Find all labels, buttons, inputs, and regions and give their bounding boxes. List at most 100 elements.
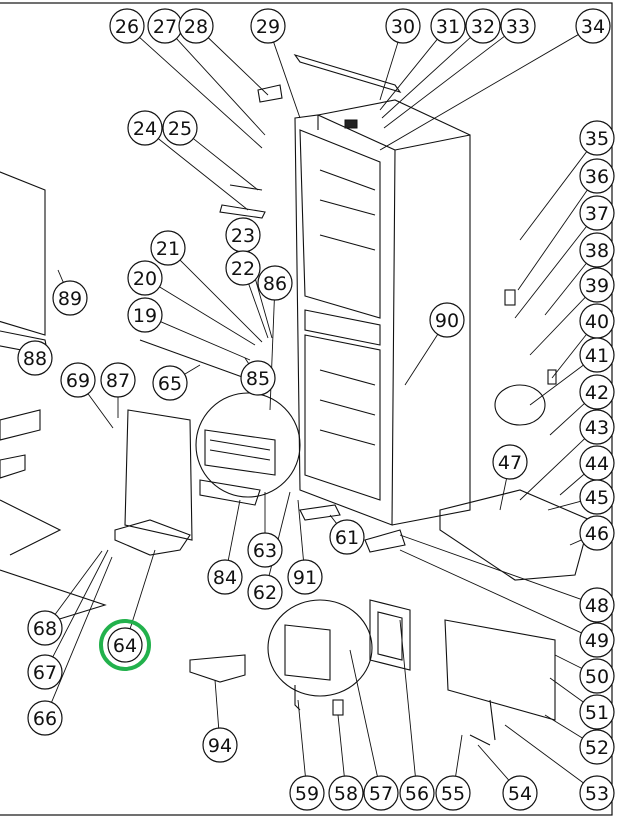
callout-84[interactable]: 84 (207, 559, 243, 595)
callout-circle (289, 775, 325, 811)
callout-94[interactable]: 94 (202, 727, 238, 763)
bracket-94 (189, 654, 246, 683)
callout-number: 37 (585, 203, 609, 225)
callout-63[interactable]: 63 (247, 532, 283, 568)
callout-21[interactable]: 21 (150, 230, 186, 266)
callout-55[interactable]: 55 (435, 775, 471, 811)
callout-51[interactable]: 51 (579, 694, 615, 730)
callout-circle (127, 260, 163, 296)
callout-44[interactable]: 44 (579, 445, 615, 481)
callout-86[interactable]: 86 (257, 265, 293, 301)
callout-88[interactable]: 88 (17, 340, 53, 376)
callout-47[interactable]: 47 (492, 444, 528, 480)
callout-circle (363, 775, 399, 811)
callout-19[interactable]: 19 (127, 297, 163, 333)
callout-number: 62 (253, 582, 277, 604)
leader-line-32 (381, 37, 471, 119)
callout-67[interactable]: 67 (27, 654, 63, 690)
callout-36[interactable]: 36 (579, 158, 615, 194)
callout-42[interactable]: 42 (579, 374, 615, 410)
callout-39[interactable]: 39 (579, 267, 615, 303)
callout-34[interactable]: 34 (575, 8, 611, 44)
compressor (494, 384, 546, 426)
callout-circle (430, 8, 466, 44)
callout-23[interactable]: 23 (225, 217, 261, 253)
callout-50[interactable]: 50 (579, 658, 615, 694)
callout-25[interactable]: 25 (162, 110, 198, 146)
callout-number: 53 (585, 783, 609, 805)
callout-number: 56 (405, 783, 429, 805)
leader-line-43 (519, 438, 585, 501)
callout-45[interactable]: 45 (579, 479, 615, 515)
callout-61[interactable]: 61 (329, 519, 365, 555)
leader-line-55 (455, 734, 463, 777)
leader-line-84 (227, 499, 241, 561)
callout-68[interactable]: 68 (27, 610, 63, 646)
callout-circle (178, 8, 214, 44)
callout-circle (579, 158, 615, 194)
callout-58[interactable]: 58 (328, 775, 364, 811)
callout-circle (247, 532, 283, 568)
cabinet-divider (304, 309, 381, 346)
leader-line-36 (517, 189, 588, 291)
leader-line-53 (504, 724, 584, 784)
callout-38[interactable]: 38 (579, 232, 615, 268)
callout-circle (579, 195, 615, 231)
callout-circle (250, 8, 286, 44)
callout-30[interactable]: 30 (385, 8, 421, 44)
callout-87[interactable]: 87 (100, 362, 136, 398)
leader-line-31 (379, 38, 438, 111)
leader-line-40 (551, 334, 587, 379)
callout-circle (579, 622, 615, 658)
callout-35[interactable]: 35 (579, 120, 615, 156)
callout-32[interactable]: 32 (465, 8, 501, 44)
callout-49[interactable]: 49 (579, 622, 615, 658)
callout-89[interactable]: 89 (52, 280, 88, 316)
callout-53[interactable]: 53 (579, 775, 615, 811)
callout-circle (429, 302, 465, 338)
foot-plate (299, 504, 341, 521)
callout-69[interactable]: 69 (60, 362, 96, 398)
callout-circle (202, 727, 238, 763)
callout-number: 33 (506, 16, 530, 38)
callout-26[interactable]: 26 (109, 8, 145, 44)
callout-number: 42 (585, 382, 609, 404)
callout-24[interactable]: 24 (127, 110, 163, 146)
callout-31[interactable]: 31 (430, 8, 466, 44)
frame-panel (369, 599, 411, 671)
callout-29[interactable]: 29 (250, 8, 286, 44)
callout-46[interactable]: 46 (579, 515, 615, 551)
callout-33[interactable]: 33 (500, 8, 536, 44)
callout-number: 40 (585, 311, 609, 333)
callout-43[interactable]: 43 (579, 409, 615, 445)
callout-40[interactable]: 40 (579, 303, 615, 339)
callout-41[interactable]: 41 (579, 337, 615, 373)
callout-37[interactable]: 37 (579, 195, 615, 231)
callout-number: 84 (213, 567, 237, 589)
callout-54[interactable]: 54 (502, 775, 538, 811)
callout-number: 63 (253, 540, 277, 562)
callout-85[interactable]: 85 (240, 360, 276, 396)
callout-27[interactable]: 27 (147, 8, 183, 44)
callout-20[interactable]: 20 (127, 260, 163, 296)
callout-52[interactable]: 52 (579, 729, 615, 765)
callout-number: 47 (498, 452, 522, 474)
control-box (284, 624, 331, 681)
callout-56[interactable]: 56 (399, 775, 435, 811)
leader-line-91 (297, 499, 304, 561)
leader-line-19 (160, 321, 251, 361)
callout-90[interactable]: 90 (429, 302, 465, 338)
callout-65[interactable]: 65 (152, 365, 188, 401)
callout-number: 34 (581, 16, 605, 38)
callout-64[interactable]: 64 (107, 627, 143, 663)
callout-circle (579, 694, 615, 730)
callout-number: 28 (184, 16, 208, 38)
callout-62[interactable]: 62 (247, 574, 283, 610)
callout-28[interactable]: 28 (178, 8, 214, 44)
callout-48[interactable]: 48 (579, 587, 615, 623)
callout-59[interactable]: 59 (289, 775, 325, 811)
callout-91[interactable]: 91 (287, 559, 323, 595)
callout-22[interactable]: 22 (225, 250, 261, 286)
callout-66[interactable]: 66 (27, 700, 63, 736)
callout-57[interactable]: 57 (363, 775, 399, 811)
